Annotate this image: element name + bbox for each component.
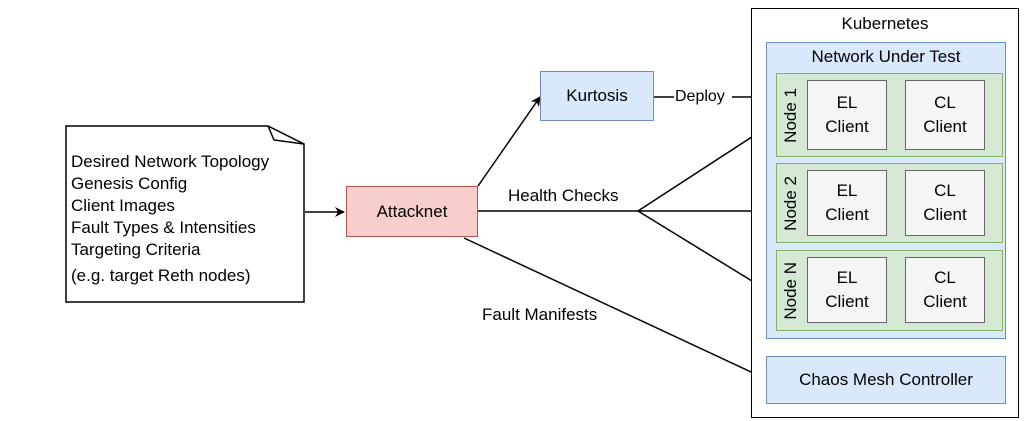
- document-line: Fault Types & Intensities: [71, 218, 256, 237]
- node-1-cl-client: CL Client: [905, 80, 985, 150]
- node-2-label-wrap: Node 2: [779, 163, 803, 243]
- kubernetes-title: Kubernetes: [841, 14, 929, 33]
- attacknet-box: Attacknet: [346, 186, 478, 237]
- document-line: Genesis Config: [71, 174, 188, 193]
- document-line: Desired Network Topology: [71, 152, 270, 171]
- kurtosis-label: Kurtosis: [566, 86, 628, 106]
- attacknet-label: Attacknet: [376, 201, 448, 221]
- health-checks-label: Health Checks: [508, 186, 619, 205]
- document-fold: [267, 125, 305, 145]
- network-title: Network Under Test: [811, 47, 961, 66]
- arrow-fault-manifests: [463, 237, 765, 379]
- node-n-label: Node N: [781, 261, 800, 320]
- document-line: (e.g. target Reth nodes): [71, 266, 251, 285]
- node-1-label: Node 1: [781, 87, 800, 143]
- node-n-el-client: EL Client: [807, 257, 887, 323]
- document-line: Targeting Criteria: [71, 240, 201, 259]
- arrow-attacknet-to-kurtosis: [477, 96, 541, 187]
- node-2-el-client: EL Client: [807, 170, 887, 236]
- document-line: Client Images: [71, 196, 175, 215]
- document-shape: [65, 125, 305, 303]
- el-client-label: EL Client: [825, 268, 869, 311]
- node-n-label-wrap: Node N: [779, 250, 803, 331]
- node-n-cl-client: CL Client: [905, 257, 985, 323]
- el-client-label: EL Client: [825, 181, 869, 224]
- kurtosis-box: Kurtosis: [540, 71, 654, 121]
- cl-client-label: CL Client: [923, 93, 967, 136]
- deploy-label: Deploy: [675, 88, 725, 105]
- node-2-cl-client: CL Client: [905, 170, 985, 236]
- cl-client-label: CL Client: [923, 268, 967, 311]
- node-1-label-wrap: Node 1: [779, 73, 803, 157]
- fault-manifests-label: Fault Manifests: [482, 305, 598, 324]
- document-text: Desired Network Topology Genesis Config …: [71, 151, 303, 287]
- node-1-el-client: EL Client: [807, 80, 887, 150]
- chaos-mesh-controller: Chaos Mesh Controller: [766, 356, 1006, 404]
- cl-client-label: CL Client: [923, 181, 967, 224]
- el-client-label: EL Client: [825, 93, 869, 136]
- chaos-mesh-label: Chaos Mesh Controller: [799, 370, 973, 390]
- node-2-label: Node 2: [781, 175, 800, 231]
